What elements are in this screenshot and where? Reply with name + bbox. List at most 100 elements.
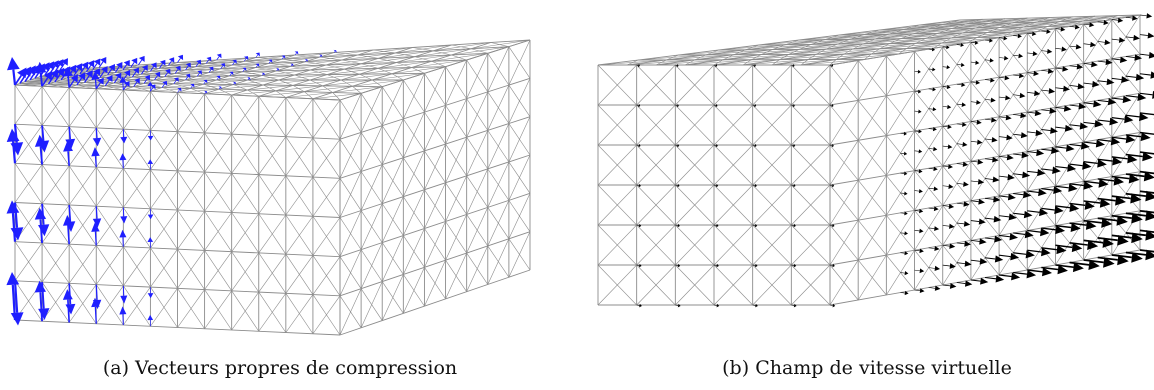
vector-shaft	[1125, 36, 1134, 39]
vector-arrowhead	[150, 84, 156, 90]
vector-arrowhead	[677, 263, 681, 268]
vector-arrowhead	[919, 248, 924, 254]
vector-arrowhead	[978, 218, 986, 225]
mesh-diagonal	[863, 29, 880, 35]
mesh-diagonal	[431, 60, 446, 67]
vector-arrowhead	[1106, 78, 1115, 86]
mesh-diagonal	[322, 79, 373, 87]
mesh-diagonal	[1105, 15, 1118, 21]
vector-arrowhead	[185, 62, 191, 68]
vector-arrowhead	[1104, 39, 1111, 46]
vector-arrowhead	[979, 257, 988, 265]
vector-arrowhead	[933, 146, 938, 152]
vector-shaft	[956, 222, 965, 225]
vector-arrowhead	[1098, 178, 1109, 188]
vector-shaft	[1027, 32, 1033, 35]
vector-arrowhead	[93, 68, 101, 76]
mesh-diagonal	[285, 92, 333, 98]
vector-shaft	[999, 175, 1008, 178]
mesh-diagonal	[713, 184, 753, 226]
vector-shaft	[12, 141, 17, 164]
mesh-diagonal	[185, 69, 210, 73]
vector-shaft	[956, 123, 963, 125]
mesh-diagonal	[276, 64, 327, 72]
vector-shaft	[984, 257, 996, 260]
vector-shaft	[39, 219, 44, 243]
vector-field	[6, 49, 337, 327]
vector-arrowhead	[1113, 176, 1125, 186]
mesh-diagonal	[14, 242, 43, 282]
vector-shaft	[1083, 23, 1090, 26]
mesh-diagonal	[304, 85, 353, 92]
vector-arrowhead	[978, 198, 986, 205]
mesh-diagonal	[933, 42, 942, 49]
vector-shaft	[114, 66, 120, 73]
vector-shaft	[39, 68, 46, 78]
vector-shaft	[94, 156, 97, 168]
vector-arrowhead	[1072, 262, 1084, 273]
mesh-diagonal	[951, 23, 967, 29]
vector-shaft	[829, 224, 833, 226]
mesh-diagonal	[231, 96, 259, 135]
vector-arrowhead	[1017, 33, 1022, 39]
mesh-diagonal	[466, 130, 489, 176]
vector-shaft	[970, 160, 978, 163]
vector-arrowhead	[10, 312, 24, 326]
vector-shaft	[1111, 195, 1131, 200]
vector-shaft	[984, 59, 990, 61]
vector-shaft	[914, 249, 920, 252]
mesh-diagonal	[752, 264, 792, 306]
vector-shaft	[829, 304, 833, 306]
mesh-diagonal	[204, 251, 232, 290]
vector-arrowhead	[1041, 247, 1051, 257]
vector-arrowhead	[162, 80, 168, 86]
vector-shaft	[970, 279, 981, 282]
vector-shaft	[137, 59, 143, 66]
vector-shaft	[1097, 119, 1110, 123]
vector-shaft	[333, 51, 336, 53]
vector-shaft	[94, 231, 97, 246]
mesh-diagonal	[835, 53, 844, 60]
vector-shaft	[13, 280, 19, 313]
mesh-diagonal	[445, 175, 467, 222]
mesh-diagonal	[312, 178, 341, 217]
mesh-diagonal	[396, 62, 412, 68]
mesh-diagonal	[305, 61, 327, 66]
vector-arrowhead	[994, 255, 1004, 263]
vector-shaft	[1069, 26, 1076, 28]
mesh-diagonal	[900, 33, 914, 39]
vector-shaft	[1041, 109, 1050, 112]
vector-arrowhead	[62, 66, 71, 75]
vector-arrowhead	[917, 69, 921, 74]
vector-arrowhead	[91, 147, 100, 157]
vector-shaft	[1027, 92, 1035, 94]
vector-shaft	[1111, 38, 1120, 41]
mesh-diagonal	[281, 58, 306, 62]
vector-arrowhead	[793, 223, 796, 228]
vector-shaft	[59, 63, 65, 71]
mesh-diagonal	[247, 74, 295, 81]
vector-arrowhead	[1124, 115, 1134, 124]
mesh-diagonal	[694, 54, 707, 61]
vector-shaft	[232, 61, 235, 66]
vector-shaft	[675, 184, 678, 186]
vector-shaft	[984, 178, 994, 180]
vector-shaft	[1055, 106, 1065, 109]
mesh-diagonal	[190, 84, 234, 89]
mesh-diagonal	[339, 171, 362, 218]
vector-arrowhead	[753, 63, 756, 68]
vector-arrowhead	[716, 303, 720, 308]
mesh-diagonal	[258, 175, 287, 214]
vector-shaft	[675, 144, 678, 146]
vector-shaft	[94, 306, 97, 324]
mesh-diagonal	[123, 130, 151, 169]
mesh-diagonal	[105, 85, 124, 91]
vector-shaft	[1069, 202, 1086, 207]
vector-shaft	[970, 220, 980, 222]
vector-shaft	[159, 63, 164, 69]
vector-arrowhead	[961, 102, 967, 107]
vector-arrowhead	[247, 77, 251, 81]
vector-arrowhead	[638, 103, 641, 108]
vector-shaft	[928, 207, 935, 209]
vector-arrowhead	[639, 303, 642, 308]
